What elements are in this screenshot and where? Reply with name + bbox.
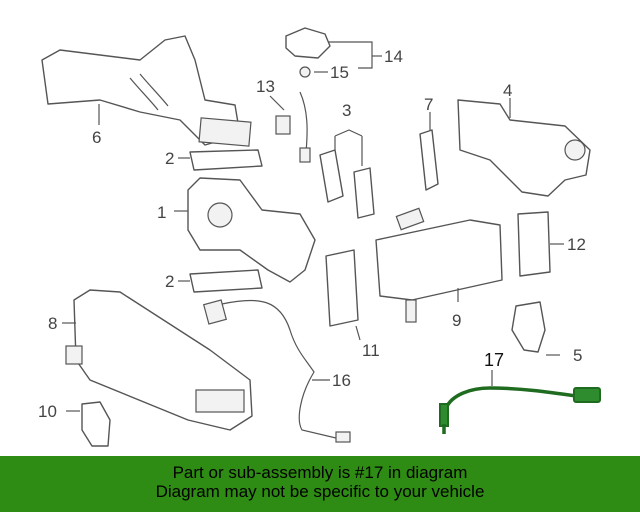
part-6-intake-tube[interactable]: [41, 35, 252, 147]
part-2-gasket-lower[interactable]: [189, 269, 263, 293]
part-9-cooler[interactable]: [375, 207, 503, 323]
callout-16[interactable]: 16: [332, 371, 351, 390]
part-13-sensor[interactable]: [275, 91, 311, 163]
highlight-banner: Part or sub-assembly is #17 in diagram D…: [0, 456, 640, 512]
callout-3[interactable]: 3: [342, 101, 351, 120]
callout-10[interactable]: 10: [38, 402, 57, 421]
part-11-gasket[interactable]: [325, 249, 359, 327]
part-16-sensor[interactable]: [202, 299, 351, 443]
leader-11: [355, 325, 361, 341]
part-3-gaskets[interactable]: [319, 149, 375, 219]
part-1-egr-valve[interactable]: [187, 177, 316, 283]
callout-5[interactable]: 5: [573, 346, 582, 365]
callout-1[interactable]: 1: [157, 203, 166, 222]
callout-8[interactable]: 8: [48, 314, 57, 333]
banner-line-2: Diagram may not be specific to your vehi…: [155, 482, 485, 501]
part-8-housing[interactable]: [65, 289, 253, 431]
callout-2b[interactable]: 2: [165, 272, 174, 291]
part-14-sensor[interactable]: [285, 27, 331, 78]
part-5-bracket[interactable]: [511, 301, 546, 353]
callout-6[interactable]: 6: [92, 128, 101, 147]
leader-14: [328, 41, 373, 69]
callout-13[interactable]: 13: [256, 77, 275, 96]
part-10-bracket[interactable]: [81, 401, 111, 447]
leader-3: [334, 129, 363, 166]
leader-13: [269, 95, 285, 111]
part-4-valve[interactable]: [457, 99, 591, 197]
parts-diagram: 6 14 15 13 2 3 7 4 1 2: [38, 27, 601, 447]
callout-14[interactable]: 14: [384, 47, 403, 66]
part-17-sensor-highlighted[interactable]: [439, 386, 601, 434]
callout-17[interactable]: 17: [484, 350, 504, 370]
banner-line-1: Part or sub-assembly is #17 in diagram: [172, 463, 468, 482]
callout-15[interactable]: 15: [330, 63, 349, 82]
callout-9[interactable]: 9: [452, 311, 461, 330]
callout-7[interactable]: 7: [424, 95, 433, 114]
part-7-gasket[interactable]: [419, 129, 439, 191]
part-12-gasket[interactable]: [517, 211, 551, 277]
callout-12[interactable]: 12: [567, 235, 586, 254]
callout-4[interactable]: 4: [503, 81, 512, 100]
callout-11[interactable]: 11: [362, 341, 380, 360]
part-2-gasket-upper[interactable]: [189, 149, 263, 171]
callout-2a[interactable]: 2: [165, 149, 174, 168]
